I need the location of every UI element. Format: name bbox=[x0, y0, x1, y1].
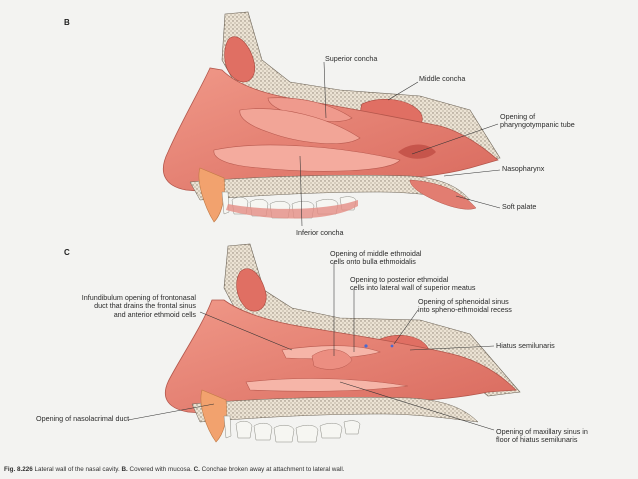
caption-b-text: Covered with mucosa. bbox=[127, 466, 194, 473]
panel-c-palate bbox=[191, 397, 479, 423]
panel-b-letter: B bbox=[64, 18, 70, 27]
panel-b-inferior-concha-shape bbox=[213, 144, 401, 172]
label-opening-posterior-ethmoidal-cells: Opening to posterior ethmoidal cells int… bbox=[350, 275, 476, 293]
caption-fig-number: Fig. 8.226 bbox=[4, 466, 33, 473]
label-hiatus-semilunaris: Hiatus semilunaris bbox=[496, 341, 555, 350]
panel-c-bulla bbox=[311, 349, 353, 370]
label-superior-concha: Superior concha bbox=[325, 54, 378, 63]
caption-c-text: Conchae broken away at attachment to lat… bbox=[199, 466, 345, 473]
caption-b-letter: B. bbox=[121, 466, 128, 473]
label-inferior-concha: Inferior concha bbox=[296, 228, 344, 237]
panel-b-superior-concha-shape bbox=[267, 97, 353, 122]
label-nasopharynx: Nasopharynx bbox=[502, 164, 545, 173]
panel-b-soft-palate-shape bbox=[409, 179, 477, 210]
label-opening-sphenoidal-sinus: Opening of sphenoidal sinus into spheno-… bbox=[418, 297, 512, 315]
panel-c-arrow-marks bbox=[364, 344, 394, 348]
panel-c-frontal-sinus bbox=[236, 268, 267, 312]
panel-b-lip bbox=[198, 167, 225, 223]
label-opening-maxillary-sinus: Opening of maxillary sinus in floor of h… bbox=[496, 427, 588, 445]
panel-c-concha-stub-lower bbox=[245, 378, 409, 392]
panel-b-tube-opening bbox=[398, 144, 436, 159]
label-soft-palate: Soft palate bbox=[502, 202, 537, 211]
panel-b-frontal-sinus bbox=[224, 36, 256, 83]
label-opening-middle-ethmoidal-cells: Opening of middle ethmoidal cells onto b… bbox=[330, 249, 422, 267]
caption-text: Lateral wall of the nasal cavity. bbox=[32, 466, 122, 473]
panel-b-middle-concha-shape bbox=[239, 108, 361, 144]
label-opening-pharyngotympanic-tube: Opening of pharyngotympanic tube bbox=[500, 112, 575, 130]
label-opening-nasolacrimal-duct: Opening of nasolacrimal duct bbox=[36, 414, 130, 423]
leader-lines bbox=[127, 61, 501, 431]
caption-c-letter: C. bbox=[193, 466, 200, 473]
label-middle-concha: Middle concha bbox=[419, 74, 466, 83]
figure-caption: Fig. 8.226 Lateral wall of the nasal cav… bbox=[4, 466, 634, 473]
panel-c-letter: C bbox=[64, 248, 70, 257]
panel-c-lip bbox=[200, 389, 227, 443]
label-infundibulum: Infundibulum opening of frontonasal duct… bbox=[81, 293, 196, 319]
panel-c-teeth bbox=[223, 415, 361, 443]
panel-b-gum bbox=[226, 200, 358, 219]
